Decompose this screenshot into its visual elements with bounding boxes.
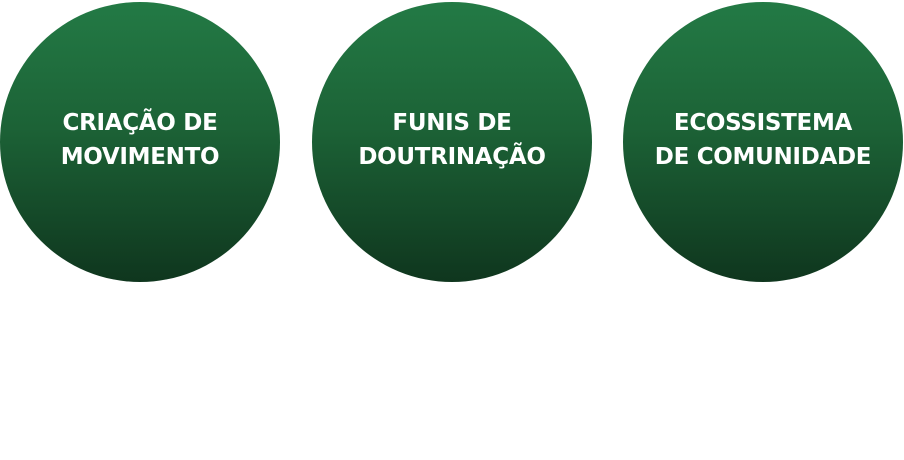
circle-label-line: DOUTRINAÇÃO [358,144,546,170]
circle-label: FUNIS DE DOUTRINAÇÃO [358,106,546,174]
circle-label-line: DE COMUNIDADE [654,144,872,170]
circle-label: ECOSSISTEMA DE COMUNIDADE [654,106,872,174]
circle-label-line: FUNIS DE [392,110,512,136]
circle-label-line: CRIAÇÃO DE [62,110,218,136]
circle-criacao-de-movimento: CRIAÇÃO DE MOVIMENTO [0,2,280,282]
circle-label-line: MOVIMENTO [60,144,220,170]
circle-funis-de-doutrinacao: FUNIS DE DOUTRINAÇÃO [312,2,592,282]
circle-label: CRIAÇÃO DE MOVIMENTO [61,106,220,174]
circle-label-line: ECOSSISTEMA [673,110,853,136]
circle-ecossistema-de-comunidade: ECOSSISTEMA DE COMUNIDADE [623,2,903,282]
